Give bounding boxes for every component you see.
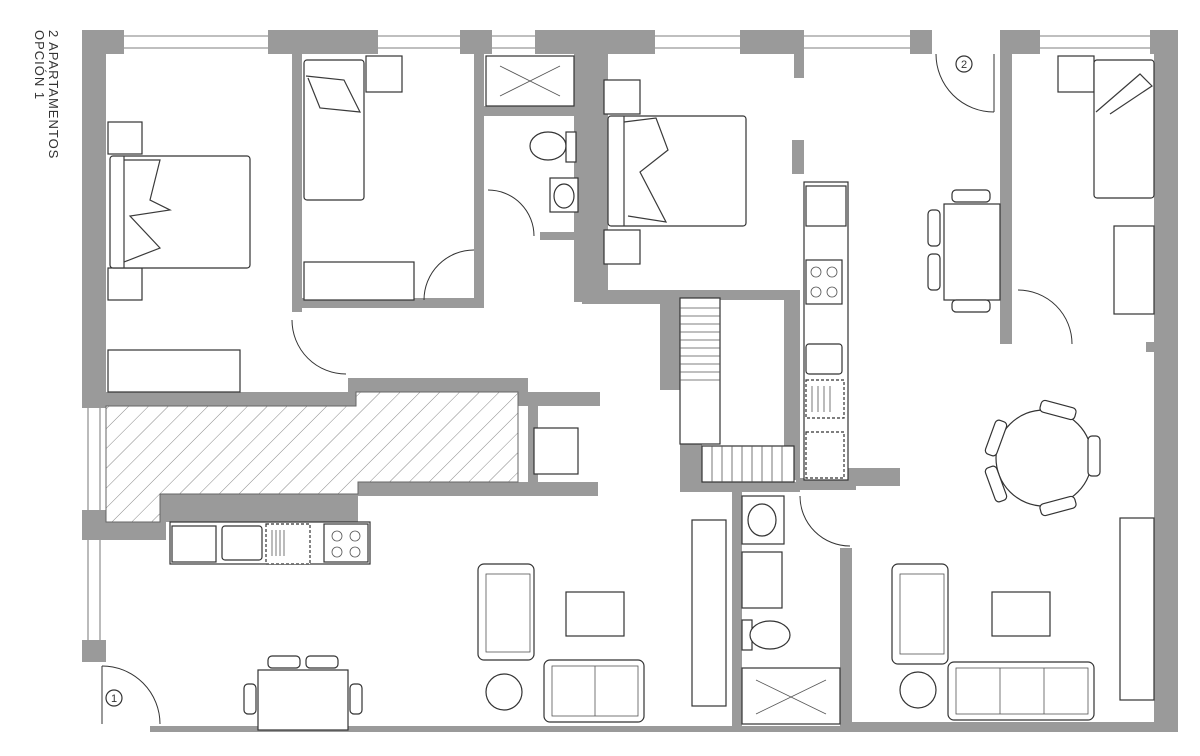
armchair-icon [477,563,535,661]
wardrobe-icon [107,349,241,393]
round-table-icon [984,399,1101,517]
double-bed-icon [603,79,747,265]
apartment-1-number: 1 [111,693,117,705]
side-table-icon [485,673,523,711]
tv-unit-icon [691,519,727,707]
apartment-1: 1 [101,55,727,731]
armchair-icon [891,563,949,665]
kitchen-counter-2 [803,181,849,481]
entrance-door-2: 2 [935,53,995,113]
sink-icon [741,495,785,545]
toilet-icon [741,619,791,651]
shower-icon [485,55,575,107]
dining-table-icon [243,655,363,731]
terrace-hatched-area [105,391,519,523]
wardrobe-icon [1113,225,1155,315]
coffee-table-icon [991,591,1051,637]
sofa-icon [543,659,645,723]
apartment-2: 2 [603,53,1155,725]
dining-table-icon [927,189,1001,313]
wardrobe-icon [303,261,415,301]
single-bed-icon [1057,55,1155,199]
sink-icon [549,177,579,213]
apartment-2-number: 2 [961,59,967,71]
single-bed-icon [303,55,403,201]
side-table-icon [899,671,937,709]
tv-unit-icon [1119,517,1155,701]
walls [82,30,1178,732]
fridge-icon [533,427,579,475]
kitchen-counter-1 [169,521,371,565]
toilet-icon [529,131,577,163]
coffee-table-icon [565,591,625,637]
double-bed-icon [107,121,251,301]
entrance-door-1: 1 [101,665,161,725]
shower-icon [741,667,841,725]
staircase [679,297,795,483]
cabinet-icon [741,551,783,609]
sofa-icon [947,661,1095,721]
